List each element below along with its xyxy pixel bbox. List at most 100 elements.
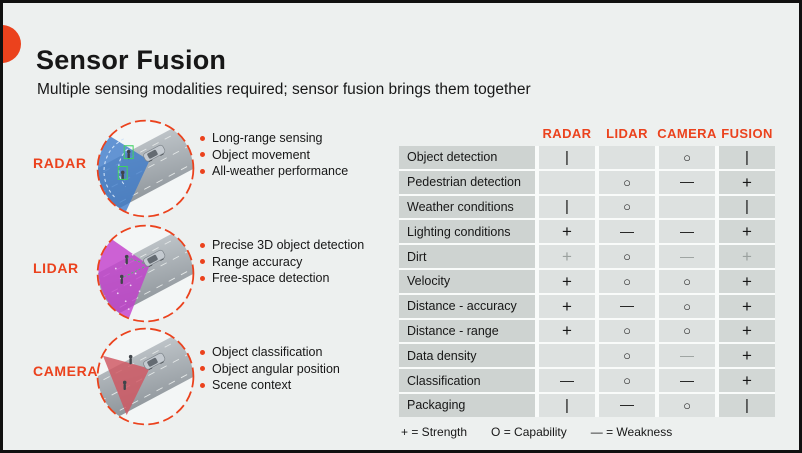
rating-symbol: —	[620, 297, 634, 314]
rating-symbol: ○	[683, 149, 691, 165]
table-cell: +	[539, 220, 595, 244]
bullet-item: Free-space detection	[200, 270, 364, 287]
table-cell	[599, 146, 655, 169]
table-cell: |	[719, 195, 775, 219]
rating-symbol: +	[742, 296, 752, 316]
bullet-text: Precise 3D object detection	[212, 238, 365, 252]
table-cell: ○	[599, 195, 655, 219]
rating-symbol: ○	[683, 323, 691, 339]
table-cell: |	[719, 393, 775, 417]
row-label: Packaging	[399, 393, 535, 417]
rating-symbol: +	[742, 321, 752, 341]
table-cell: —	[659, 369, 715, 392]
rating-symbol: +	[742, 222, 752, 242]
table-cell: ○	[599, 269, 655, 293]
rating-symbol: ○	[623, 199, 631, 215]
bullet-dot-icon	[200, 168, 205, 174]
bullet-item: Precise 3D object detection	[200, 237, 364, 254]
sensor-section-camera: CAMERA Object classifi	[3, 325, 399, 430]
rating-symbol: +	[742, 271, 752, 291]
table-cell: —	[599, 220, 655, 244]
table-cell: ○	[659, 393, 715, 417]
table-cell: —	[599, 393, 655, 417]
rating-symbol: +	[562, 222, 572, 242]
table-body: Object detection|○|Pedestrian detection○…	[399, 146, 775, 417]
rating-symbol: —	[680, 222, 694, 239]
rating-symbol: +	[562, 321, 572, 341]
table-row: Classification—○—+	[399, 369, 775, 392]
bullet-dot-icon	[200, 349, 205, 355]
rating-symbol: ○	[623, 273, 631, 289]
table-row: Lighting conditions+——+	[399, 220, 775, 244]
table-cell: ○	[659, 319, 715, 343]
rating-symbol: |	[565, 396, 569, 414]
table-cell: —	[659, 344, 715, 368]
bullet-dot-icon	[200, 382, 205, 388]
rating-symbol: +	[742, 172, 752, 192]
table-row: Object detection|○|	[399, 146, 775, 169]
bullet-text: Object angular position	[212, 361, 340, 376]
bullet-dot-icon	[200, 366, 205, 372]
row-label: Data density	[399, 344, 535, 368]
rating-symbol: ○	[623, 323, 631, 339]
table-cell: ○	[659, 146, 715, 169]
row-label: Distance - range	[399, 319, 535, 343]
rating-symbol: ○	[623, 373, 631, 389]
table-cell: +	[539, 245, 595, 268]
table-row: Weather conditions|○|	[399, 195, 775, 219]
page-title: Sensor Fusion	[36, 45, 227, 76]
table-row: Packaging | — ○ |	[399, 393, 775, 417]
table-cell: —	[659, 245, 715, 268]
bullet-text: All-weather performance	[212, 164, 349, 178]
table-cell: ○	[659, 294, 715, 318]
table-cell: —	[599, 294, 655, 318]
sensor-list: RADAR	[3, 113, 399, 443]
bullet-item: Scene context	[200, 377, 340, 394]
legend-item: — = Weakness	[590, 425, 673, 439]
table-cell: ○	[659, 269, 715, 293]
row-label: Distance - accuracy	[399, 294, 535, 318]
table-cell: |	[719, 146, 775, 169]
table-cell: ○	[599, 319, 655, 343]
rating-symbol: +	[742, 371, 752, 391]
table-cell: ○	[599, 245, 655, 268]
rating-symbol: +	[742, 346, 752, 366]
rating-symbol: +	[742, 247, 752, 267]
rating-symbol: —	[620, 222, 634, 239]
table-cell	[659, 195, 715, 219]
column-header-camera: CAMERA	[657, 125, 717, 141]
rating-symbol: |	[745, 148, 749, 166]
bullet-text: Object movement	[212, 147, 310, 162]
bullet-dot-icon	[200, 259, 205, 265]
bullet-item: Long-range sensing	[200, 130, 348, 147]
table-cell: ○	[599, 170, 655, 194]
table-cell: —	[539, 369, 595, 392]
rating-symbol: —	[680, 346, 694, 363]
bullet-item: Object angular position	[200, 361, 340, 378]
rating-symbol: —	[620, 396, 634, 413]
rating-symbol: ○	[683, 397, 691, 413]
bullet-text: Long-range sensing	[212, 131, 323, 145]
rating-symbol: ○	[623, 174, 631, 190]
rating-symbol: +	[562, 271, 572, 291]
bullet-dot-icon	[200, 135, 205, 141]
bullet-text: Range accuracy	[212, 254, 303, 269]
table-cell: |	[539, 393, 595, 417]
row-label: Pedestrian detection	[399, 170, 535, 194]
rating-symbol: ○	[683, 273, 691, 289]
table-cell: +	[539, 269, 595, 293]
page-subtitle: Multiple sensing modalities required; se…	[37, 80, 531, 98]
table-row: Pedestrian detection ○ — +	[399, 170, 775, 194]
table-cell: —	[659, 170, 715, 194]
table-row: Velocity + ○ ○ +	[399, 269, 775, 293]
table-cell: +	[719, 344, 775, 368]
sensor-label: RADAR	[33, 155, 87, 171]
row-label: Velocity	[399, 269, 535, 293]
